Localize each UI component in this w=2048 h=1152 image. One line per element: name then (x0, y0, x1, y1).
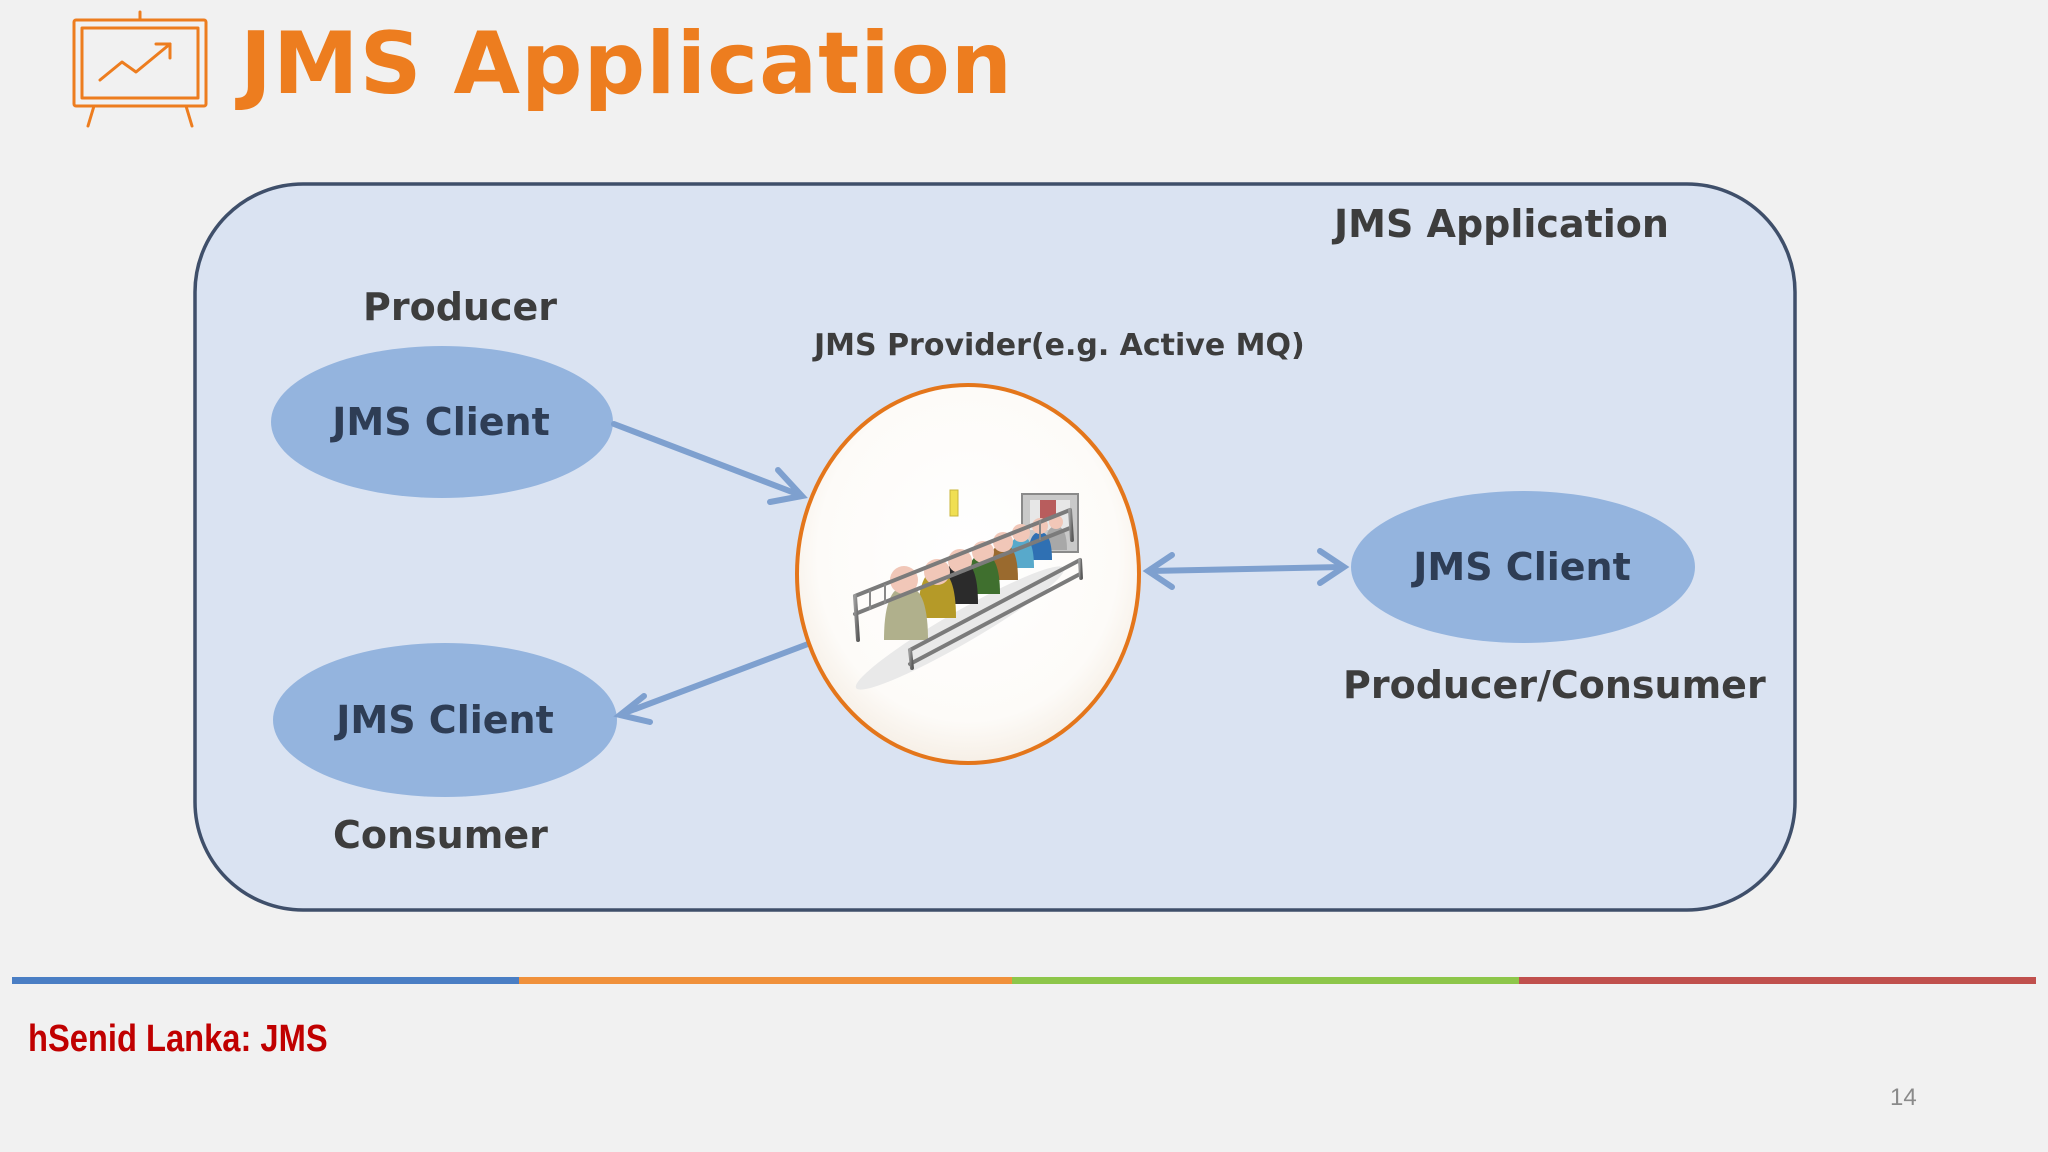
footer-company-text: hSenid Lanka: JMS (28, 1018, 328, 1060)
producer-label: Producer (363, 285, 557, 329)
consumer-client-label: JMS Client (336, 698, 554, 742)
provider-to-consumer-arrow (613, 641, 811, 725)
presentation-chart-icon (72, 10, 208, 128)
container-label: JMS Application (1334, 202, 1669, 246)
footer-stripe-blue (12, 977, 519, 984)
consumer-label: Consumer (333, 813, 548, 857)
producer-consumer-label: Producer/Consumer (1343, 663, 1766, 707)
footer-stripe-red (1519, 977, 2036, 984)
producer-to-provider-arrow (611, 421, 808, 505)
page-number: 14 (1890, 1084, 1917, 1111)
footer-stripe-orange (519, 977, 1026, 984)
producer-consumer-client-ellipse (1351, 491, 1695, 643)
producer-client-label: JMS Client (332, 400, 550, 444)
producer-consumer-client-label: JMS Client (1413, 545, 1631, 589)
consumer-client-ellipse (273, 643, 617, 797)
footer-stripe-green (1012, 977, 1519, 984)
producer-client-ellipse (271, 346, 613, 498)
message-queue-illustration (853, 489, 1083, 690)
slide-title: JMS Application (240, 14, 1014, 114)
provider-label: JMS Provider(e.g. Active MQ) (814, 328, 1305, 363)
bidirectional-arrow (1142, 548, 1350, 590)
